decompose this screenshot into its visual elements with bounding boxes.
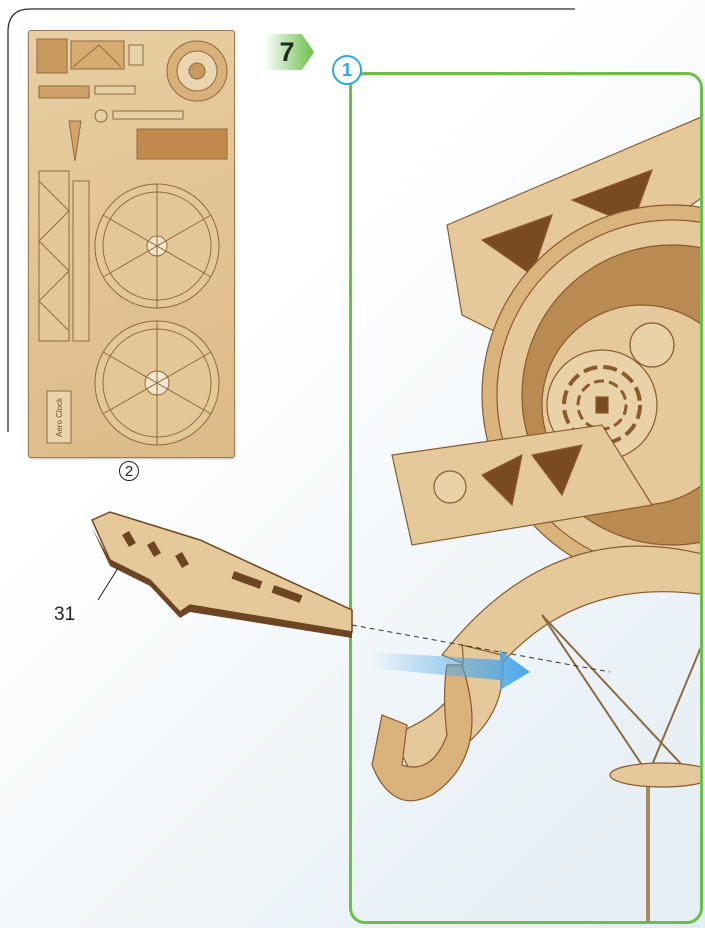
part-number-label: 31 <box>54 604 94 628</box>
